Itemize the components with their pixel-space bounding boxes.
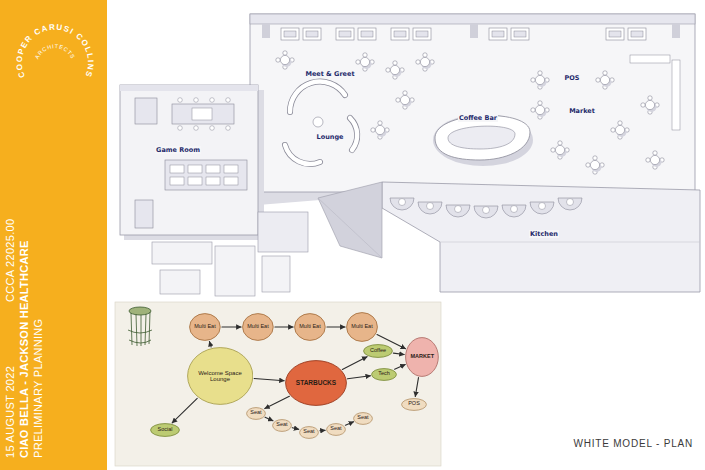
bubble-label: Multi Eat: [247, 324, 268, 330]
bubble-text: Coffee: [370, 348, 386, 354]
flow-arrow: [348, 376, 371, 379]
bubble-shape: [187, 348, 252, 405]
bubble-label: POS: [408, 401, 420, 407]
flow-arrow: [292, 428, 298, 430]
caption: WHITE MODEL - PLAN: [573, 438, 693, 449]
bubble-text: Social: [158, 427, 173, 433]
bubble: Seat: [326, 423, 346, 436]
bubble-label: Welcome Space Lounge: [196, 370, 244, 383]
firm-name: COOPER CARUSI COLLINS: [15, 23, 95, 80]
logo-text: COOPER CARUSI COLLINS: [15, 23, 95, 80]
bubble-text: MARKET: [410, 354, 433, 360]
bubble: Multi Eat: [346, 312, 378, 342]
bubble-label: Seat: [276, 422, 287, 428]
bubble-text: Welcome Space Lounge: [196, 370, 244, 383]
bubble-shape: [286, 361, 347, 406]
bubble: POS: [401, 398, 427, 411]
bubble-shape: [243, 314, 274, 341]
bubble-shape: [372, 368, 397, 380]
bubble-label: MARKET: [410, 354, 433, 360]
bubble-label: Multi Eat: [194, 324, 215, 330]
flow-arrow: [342, 357, 367, 370]
bubble-label: Seat: [303, 429, 314, 435]
title-block-text: 15 AUGUST 2022: [4, 366, 16, 458]
bubble: Multi Eat: [294, 313, 326, 341]
bubble-shape: [354, 412, 373, 424]
flow-arrow: [345, 422, 353, 425]
bubble-text: Multi Eat: [351, 324, 372, 330]
bubble-shape: [190, 314, 221, 341]
bubble-shape: [273, 419, 292, 431]
bubble-shape: [295, 314, 326, 341]
bubble-text: Seat: [330, 426, 341, 432]
bubble-shape: [364, 345, 393, 358]
bubble-label: STARBUCKS: [296, 380, 336, 387]
flow-arrow: [222, 326, 241, 327]
bubble-text: Multi Eat: [299, 324, 320, 330]
firm-subtitle: ARCHITECTS: [34, 43, 77, 60]
bubble: Seat: [299, 426, 319, 439]
bubble: Multi Eat: [189, 313, 221, 341]
bubble-text: Tech: [378, 371, 390, 377]
bubble: Seat: [246, 407, 266, 420]
flow-arrow: [393, 353, 404, 354]
bubble-label: Coffee: [370, 348, 386, 354]
bubble: Social: [150, 423, 180, 437]
room-label: Coffee Bar: [458, 114, 498, 122]
bubble: MARKET: [405, 337, 439, 377]
logo: COOPER CARUSI COLLINS ARCHITECTS: [0, 0, 110, 120]
bubble-shape: [300, 426, 319, 438]
bubble-shape: [151, 424, 180, 437]
bubble-shape: [402, 398, 427, 410]
bubble-label: Social: [158, 427, 173, 433]
flow-arrow: [265, 417, 273, 421]
bubble-text: Multi Eat: [247, 324, 268, 330]
flow-arrow: [320, 430, 325, 432]
flow-arrow: [254, 378, 284, 380]
bubble-shape: [347, 313, 378, 342]
flow-arrow: [172, 398, 197, 423]
flow-arrow: [209, 341, 211, 347]
bubble-text: Multi Eat: [194, 324, 215, 330]
bubble-text: Seat: [276, 422, 287, 428]
bubble-label: Multi Eat: [351, 324, 372, 330]
bubble-shape: [247, 407, 266, 419]
flow-arrow: [265, 396, 290, 408]
bubble-shape: [327, 423, 346, 435]
bubble-text: Seat: [303, 429, 314, 435]
flow-arrow: [415, 378, 418, 397]
bubble-label: Seat: [250, 410, 261, 416]
room-label: Kitchen: [529, 230, 559, 238]
title-block-text: CIAO BELLA - JACKSON HEALTHCARE: [18, 240, 30, 458]
title-block-text: CCCA 22025.00: [4, 219, 16, 302]
flow-arrow: [327, 326, 345, 327]
bubble: STARBUCKS: [285, 360, 347, 406]
room-label: Game Room: [155, 146, 201, 154]
flow-arrow: [275, 326, 293, 327]
bubble: Welcome Space Lounge: [187, 347, 253, 405]
room-label: Market: [568, 107, 596, 115]
room-label: Meet & Greet: [304, 70, 355, 78]
title-block-text: PRELIMINARY PLANNING: [32, 319, 44, 458]
bubble: Coffee: [363, 344, 393, 358]
bubble: Seat: [353, 412, 373, 425]
bubble-shape: [406, 338, 439, 377]
bubble-label: Tech: [378, 371, 390, 377]
bubble-label: Seat: [330, 426, 341, 432]
bubble-text: POS: [408, 401, 420, 407]
bubble-text: Seat: [357, 415, 368, 421]
logo-text: ARCHITECTS: [34, 43, 77, 60]
bubble: Multi Eat: [242, 313, 274, 341]
bubble-label: Seat: [357, 415, 368, 421]
bubble-label: Multi Eat: [299, 324, 320, 330]
bubble-text: Seat: [250, 410, 261, 416]
room-label: Lounge: [316, 133, 345, 141]
bubble: Tech: [371, 368, 397, 381]
bubble-text: STARBUCKS: [296, 380, 336, 387]
room-label: POS: [564, 74, 581, 82]
flow-arrow: [395, 364, 406, 369]
bubble: Seat: [272, 419, 292, 432]
